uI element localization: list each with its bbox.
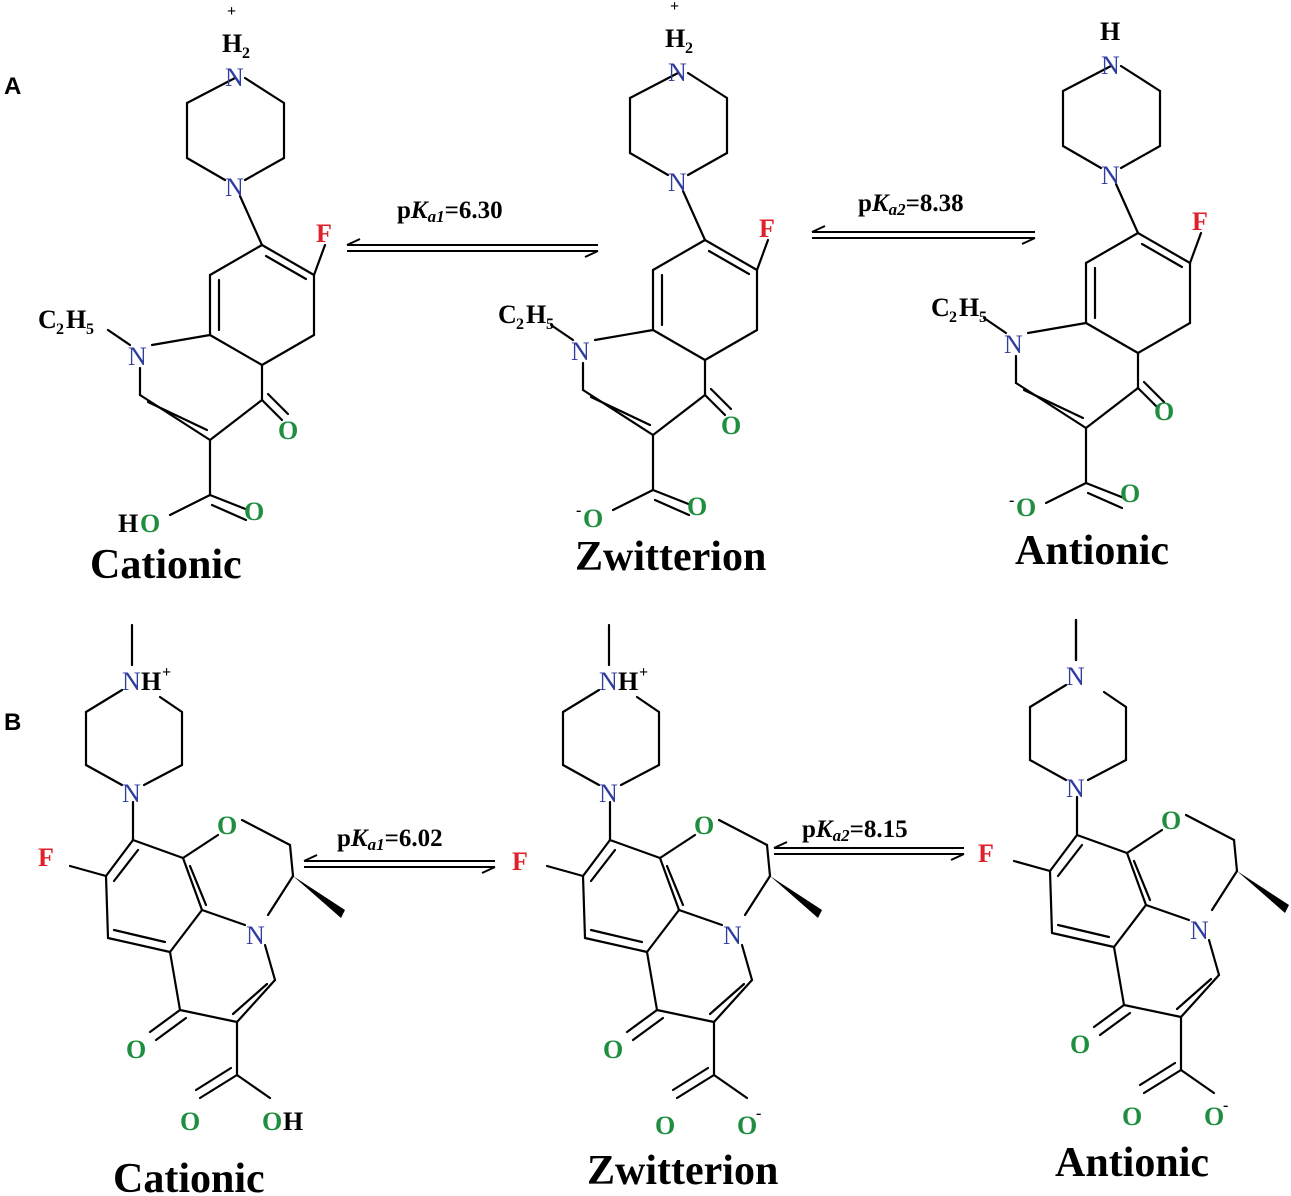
atom-o: O bbox=[217, 811, 237, 840]
atom-o: O bbox=[1122, 1102, 1142, 1131]
equilibrium-arrow-b1: pKa1=6.02 bbox=[303, 825, 496, 874]
atom-n: N bbox=[122, 667, 141, 696]
species-name: Antionic bbox=[1015, 528, 1169, 574]
equilibrium-arrow-b2: pKa2=8.15 bbox=[773, 816, 965, 861]
atom-n: N bbox=[668, 168, 687, 197]
charge-plus: + bbox=[639, 664, 648, 681]
atom-n: N bbox=[599, 779, 618, 808]
atom-n: N bbox=[1101, 161, 1120, 190]
atom-n: N bbox=[1101, 51, 1120, 80]
atom-o: O bbox=[603, 1035, 623, 1064]
atom-n: N bbox=[571, 337, 590, 366]
atom-n: N bbox=[1190, 916, 1209, 945]
atom-o: O bbox=[655, 1111, 675, 1140]
atom-f: F bbox=[978, 839, 994, 868]
atom-h: H bbox=[283, 1107, 303, 1136]
atom-o: O bbox=[244, 497, 264, 526]
atom-h: H bbox=[665, 24, 685, 53]
panel-b-label: B bbox=[4, 709, 21, 736]
species-name: Cationic bbox=[113, 1156, 265, 1196]
atom-o: O bbox=[721, 411, 741, 440]
subscript-5: 5 bbox=[86, 321, 94, 338]
subscript-2: 2 bbox=[56, 321, 64, 338]
atom-h: H bbox=[1100, 17, 1120, 46]
atom-o: O bbox=[1120, 479, 1140, 508]
subscript-5: 5 bbox=[546, 316, 554, 333]
equilibrium-arrow-a2: pKa2=8.38 bbox=[811, 190, 1036, 245]
charge-minus: - bbox=[576, 502, 581, 519]
pka-label: pKa1=6.30 bbox=[397, 197, 503, 226]
atom-o: O bbox=[1070, 1030, 1090, 1059]
molecule-a-zwitterion: + H 2 N N F C 2 H 5 N O O - O Zwitterion bbox=[498, 0, 775, 580]
charge-minus: - bbox=[756, 1105, 761, 1122]
atom-h: H bbox=[118, 509, 138, 538]
atom-f: F bbox=[512, 847, 528, 876]
atom-o: O bbox=[278, 416, 298, 445]
species-name: Zwitterion bbox=[575, 534, 766, 580]
species-name: Zwitterion bbox=[587, 1148, 778, 1194]
atom-o: O bbox=[1204, 1102, 1224, 1131]
atom-n: N bbox=[723, 921, 742, 950]
atom-o: O bbox=[737, 1111, 757, 1140]
molecule-b-zwitterion: N H + N O F N O O O - Zwitterion bbox=[512, 623, 824, 1194]
atom-o: O bbox=[694, 811, 714, 840]
atom-n: N bbox=[122, 779, 141, 808]
subscript-2: 2 bbox=[685, 40, 693, 57]
atom-h: H bbox=[526, 300, 546, 329]
species-name: Antionic bbox=[1055, 1140, 1209, 1186]
atom-o: O bbox=[583, 504, 603, 533]
subscript-5: 5 bbox=[979, 309, 987, 326]
atom-h: H bbox=[141, 667, 161, 696]
atom-o: O bbox=[1016, 493, 1036, 522]
atom-n: N bbox=[1066, 662, 1085, 691]
atom-h: H bbox=[222, 29, 242, 58]
atom-o: O bbox=[180, 1107, 200, 1136]
atom-o: O bbox=[126, 1035, 146, 1064]
molecule-a-anionic: H N N F C 2 H 5 N O O - O Antionic bbox=[931, 17, 1208, 574]
atom-n: N bbox=[225, 173, 244, 202]
panel-a-label: A bbox=[4, 73, 21, 100]
species-name: Cationic bbox=[90, 542, 242, 588]
atom-f: F bbox=[316, 219, 332, 248]
atom-f: F bbox=[759, 214, 775, 243]
subscript-2: 2 bbox=[516, 316, 524, 333]
atom-f: F bbox=[38, 843, 54, 872]
atom-o: O bbox=[262, 1107, 282, 1136]
charge-plus: + bbox=[670, 0, 679, 15]
atom-n: N bbox=[1066, 774, 1085, 803]
atom-n: N bbox=[225, 63, 244, 92]
molecule-b-cationic: N H + N O F N O O O H Cationic bbox=[38, 623, 347, 1196]
subscript-2: 2 bbox=[949, 309, 957, 326]
charge-minus: - bbox=[1223, 1097, 1228, 1114]
atom-n: N bbox=[246, 921, 265, 950]
atom-n: N bbox=[668, 58, 687, 87]
charge-plus: + bbox=[227, 3, 236, 20]
atom-o: O bbox=[1154, 397, 1174, 426]
pka-label: pKa2=8.38 bbox=[858, 190, 964, 219]
atom-h: H bbox=[959, 293, 979, 322]
molecule-b-anionic: N N O F N O O O - Antionic bbox=[978, 618, 1291, 1186]
atom-c: C bbox=[498, 300, 517, 329]
charge-minus: - bbox=[1009, 492, 1014, 509]
atom-n: N bbox=[1004, 330, 1023, 359]
molecule-a-cationic: + H 2 N N F C 2 H 5 N O O H O Cationic bbox=[38, 3, 332, 588]
atom-o: O bbox=[140, 509, 160, 538]
atom-c: C bbox=[38, 305, 57, 334]
subscript-2: 2 bbox=[242, 45, 250, 62]
atom-n: N bbox=[599, 667, 618, 696]
atom-c: C bbox=[931, 293, 950, 322]
atom-h: H bbox=[66, 305, 86, 334]
pka-label: pKa2=8.15 bbox=[802, 816, 908, 845]
atom-h: H bbox=[618, 667, 638, 696]
atom-f: F bbox=[1192, 207, 1208, 236]
atom-o: O bbox=[687, 492, 707, 521]
atom-n: N bbox=[128, 342, 147, 371]
equilibrium-arrow-a1: pKa1=6.30 bbox=[346, 197, 599, 258]
charge-plus: + bbox=[162, 664, 171, 681]
atom-o: O bbox=[1161, 806, 1181, 835]
pka-label: pKa1=6.02 bbox=[337, 825, 443, 854]
